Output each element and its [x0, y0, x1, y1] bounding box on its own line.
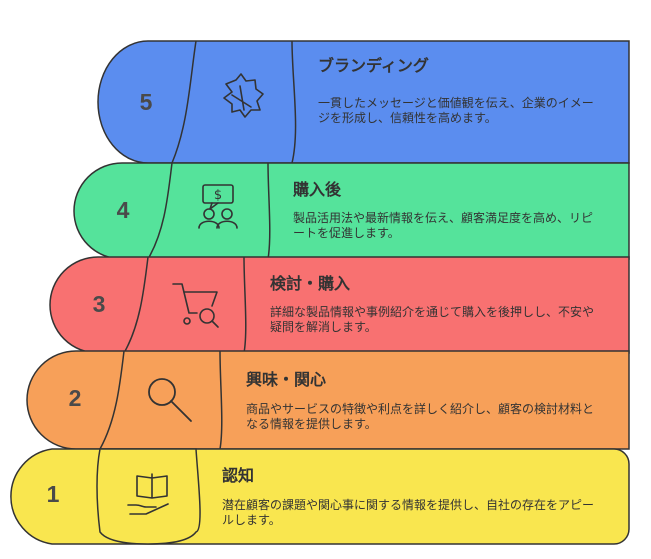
stage-1-band [10, 448, 630, 545]
stage-2-title: 興味・関心 [246, 370, 327, 389]
stage-2-band [26, 350, 630, 450]
stage-5-title: ブランディング [318, 56, 429, 75]
shopping-cart-search-icon [172, 283, 219, 328]
stage-1-description: 潜在顧客の課題や関心事に関する情報を提供し、自社の存在をアピールします。 [222, 498, 595, 527]
magnifier-icon [148, 378, 192, 422]
stage-1-icon-capsule [96, 448, 201, 545]
stage-4-icon-capsule [147, 162, 271, 260]
stage-3-number: 3 [92, 291, 106, 317]
stage-4-description: 製品活用法や最新情報を伝え、顧客満足度を高め、リピートを促進します。 [293, 211, 594, 240]
stage-2-number: 2 [68, 385, 82, 411]
book-hand-icon [127, 473, 169, 515]
stage-2-icon-capsule [99, 350, 223, 450]
stage-3-title: 検討・購入 [270, 274, 351, 293]
stage-5-shape [97, 40, 630, 164]
svg-text:$: $ [214, 188, 222, 203]
stage-3-icon-capsule [123, 256, 247, 354]
stage-1-number: 1 [46, 481, 60, 507]
stage-5-number: 5 [139, 89, 153, 115]
stage-4-title: 購入後 [293, 180, 342, 199]
stage-5-icon-capsule [171, 40, 297, 164]
customer-support-icon: $ [198, 184, 238, 229]
stage-3-description: 詳細な製品情報や事例紹介を通じて購入を後押しし、不安や疑問を解消します。 [270, 305, 595, 334]
stage-5-description: 一貫したメッセージと価値観を伝え、企業のイメージを形成し、信頼性を高めます。 [318, 96, 594, 125]
stage-4-number: 4 [116, 197, 130, 223]
stage-5-band [97, 40, 630, 164]
megaphone-icon [223, 73, 264, 118]
stage-1-title: 認知 [222, 466, 255, 485]
stage-2-description: 商品やサービスの特徴や利点を詳しく紹介し、顧客の検討材料となる情報を提供します。 [246, 402, 595, 431]
